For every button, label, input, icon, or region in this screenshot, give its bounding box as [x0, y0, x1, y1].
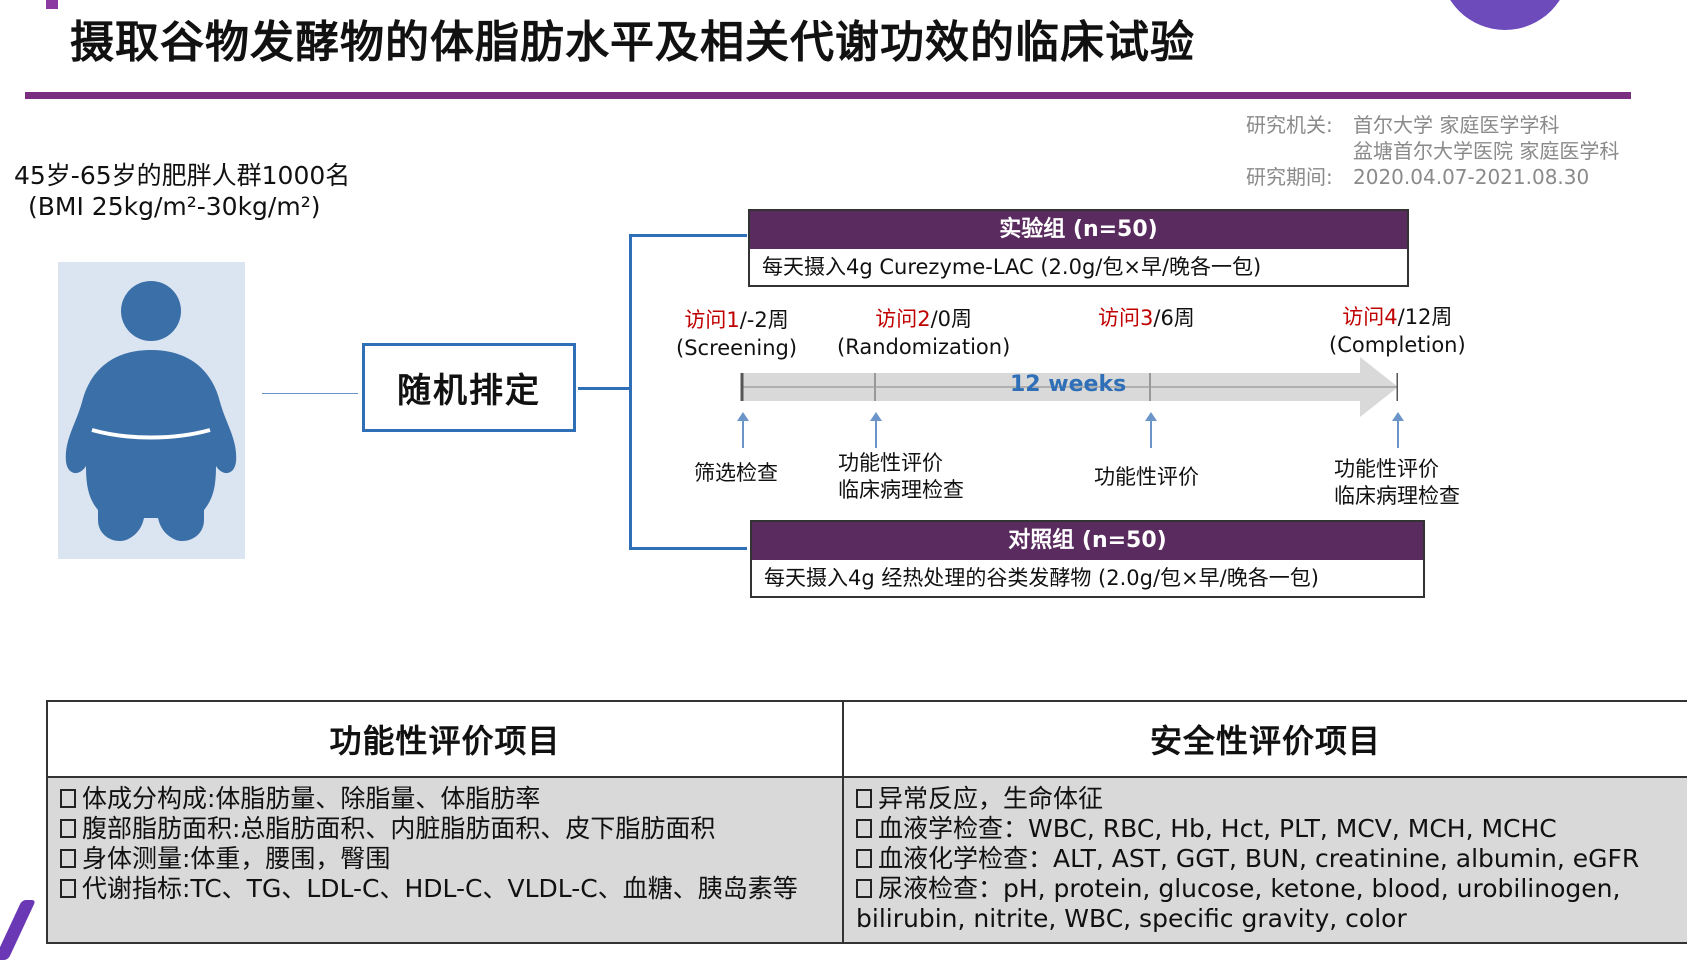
- functional-header: 功能性评价项目: [48, 702, 842, 778]
- title-underline: [25, 92, 1631, 99]
- functional-item: 身体测量:体重，腰围，臀围: [60, 844, 830, 874]
- study-info: 研究机关: 首尔大学 家庭医学学科 盆塘首尔大学医院 家庭医学科 研究期间: 202…: [1246, 112, 1619, 190]
- bracket-stem: [578, 387, 631, 390]
- safety-items: 异常反应，生命体征 血液学检查：WBC, RBC, Hb, Hct, PLT, …: [844, 778, 1687, 942]
- safety-item: 血液化学检查：ALT, AST, GGT, BUN, creatinine, a…: [856, 844, 1675, 874]
- decorative-circle: [1440, 0, 1570, 30]
- control-group-box: 对照组 (n=50) 每天摄入4g 经热处理的谷类发酵物 (2.0g/包×早/晚…: [750, 520, 1425, 598]
- safety-header: 安全性评价项目: [844, 702, 1687, 778]
- person-silhouette-icon: [65, 281, 237, 542]
- timeline-arrow: [740, 357, 1398, 417]
- population-line-1: 45岁-65岁的肥胖人群1000名: [14, 161, 351, 190]
- safety-item: 尿液检查：pH, protein, glucose, ketone, blood…: [856, 874, 1621, 933]
- visit-3-title: 访问3/6周: [1098, 306, 1195, 330]
- figure-connector: [262, 393, 358, 394]
- study-period: 2020.04.07-2021.08.30: [1353, 165, 1590, 189]
- duration-label: 12 weeks: [1010, 372, 1127, 397]
- visit-3-arrow-icon: [1145, 412, 1157, 448]
- institution-row-2: 盆塘首尔大学医院 家庭医学科: [1246, 138, 1619, 164]
- visit-3-activity-1: 功能性评价: [1094, 465, 1199, 489]
- safety-column: 安全性评价项目 异常反应，生命体征 血液学检查：WBC, RBC, Hb, Hc…: [844, 702, 1687, 942]
- experimental-group-dose: 每天摄入4g Curezyme-LAC (2.0g/包×早/晚各一包): [762, 255, 1262, 279]
- institution-row: 研究机关: 首尔大学 家庭医学学科: [1246, 112, 1619, 138]
- functional-items: 体成分构成:体脂肪量、除脂量、体脂肪率 腹部脂肪面积:总脂肪面积、内脏脂肪面积、…: [48, 778, 842, 942]
- checkbox-icon: [856, 789, 872, 808]
- visit-1-activity-1: 筛选检查: [694, 461, 778, 485]
- visit-2-arrow-icon: [870, 412, 882, 448]
- corner-accent: [46, 0, 58, 9]
- visit-1-title: 访问1/-2周: [684, 308, 789, 332]
- safety-item: 异常反应，生命体征: [856, 784, 1675, 814]
- checkbox-icon: [60, 819, 76, 838]
- visit-3-label: 访问3/6周: [1098, 304, 1195, 332]
- checkbox-icon: [60, 789, 76, 808]
- visit-4-phase: (Completion): [1329, 333, 1466, 357]
- functional-item: 腹部脂肪面积:总脂肪面积、内脏脂肪面积、皮下脂肪面积: [60, 814, 830, 844]
- page-title: 摄取谷物发酵物的体脂肪水平及相关代谢功效的临床试验: [70, 17, 1195, 68]
- evaluation-table: 功能性评价项目 体成分构成:体脂肪量、除脂量、体脂肪率 腹部脂肪面积:总脂肪面积…: [46, 700, 1687, 944]
- functional-item: 体成分构成:体脂肪量、除脂量、体脂肪率: [60, 784, 830, 814]
- safety-item: 血液学检查：WBC, RBC, Hb, Hct, PLT, MCV, MCH, …: [856, 814, 1675, 844]
- control-group-dose: 每天摄入4g 经热处理的谷类发酵物 (2.0g/包×早/晚各一包): [764, 566, 1319, 590]
- checkbox-icon: [856, 849, 872, 868]
- control-group-header: 对照组 (n=50): [752, 522, 1423, 560]
- visit-4-activity-1: 功能性评价: [1334, 457, 1439, 481]
- population-line-2: (BMI 25kg/m²-30kg/m²): [28, 192, 321, 221]
- decorative-slash: [0, 900, 36, 960]
- visit-1-label: 访问1/-2周 (Screening): [676, 306, 797, 362]
- checkbox-icon: [60, 879, 76, 898]
- institution-label: 研究机关:: [1246, 113, 1333, 137]
- visit-4-activity-2: 临床病理检查: [1334, 484, 1460, 508]
- visit-1-arrow-icon: [737, 412, 749, 448]
- visit-2-activity-2: 临床病理检查: [838, 478, 964, 502]
- visit-2-activity-1: 功能性评价: [838, 451, 943, 475]
- period-row: 研究期间: 2020.04.07-2021.08.30: [1246, 164, 1619, 190]
- population-description: 45岁-65岁的肥胖人群1000名 (BMI 25kg/m²-30kg/m²): [14, 160, 350, 222]
- experimental-group-box: 实验组 (n=50) 每天摄入4g Curezyme-LAC (2.0g/包×早…: [748, 209, 1409, 287]
- group-bracket: [629, 234, 747, 550]
- visit-4-title: 访问4/12周: [1342, 305, 1453, 329]
- institution-1: 首尔大学 家庭医学学科: [1353, 113, 1560, 137]
- visit-2-phase: (Randomization): [837, 335, 1011, 359]
- functional-item: 代谢指标:TC、TG、LDL-C、HDL-C、VLDL-C、血糖、胰岛素等: [60, 874, 830, 904]
- visit-2-title: 访问2/0周: [875, 307, 973, 331]
- visit-1-phase: (Screening): [676, 336, 798, 360]
- functional-column: 功能性评价项目 体成分构成:体脂肪量、除脂量、体脂肪率 腹部脂肪面积:总脂肪面积…: [48, 702, 844, 942]
- checkbox-icon: [856, 819, 872, 838]
- checkbox-icon: [856, 879, 872, 898]
- visit-4-arrow-icon: [1392, 412, 1404, 448]
- visit-1-activities: 筛选检查: [694, 460, 778, 487]
- institution-2: 盆塘首尔大学医院 家庭医学科: [1353, 139, 1620, 163]
- visit-4-label: 访问4/12周 (Completion): [1329, 303, 1466, 359]
- period-label: 研究期间:: [1246, 165, 1333, 189]
- randomization-box: 随机排定: [362, 343, 576, 432]
- visit-4-activities: 功能性评价 临床病理检查: [1334, 456, 1460, 510]
- checkbox-icon: [60, 849, 76, 868]
- visit-2-label: 访问2/0周 (Randomization): [837, 305, 1010, 361]
- visit-3-activities: 功能性评价: [1094, 464, 1199, 491]
- experimental-group-header: 实验组 (n=50): [750, 211, 1407, 249]
- visit-2-activities: 功能性评价 临床病理检查: [838, 450, 964, 504]
